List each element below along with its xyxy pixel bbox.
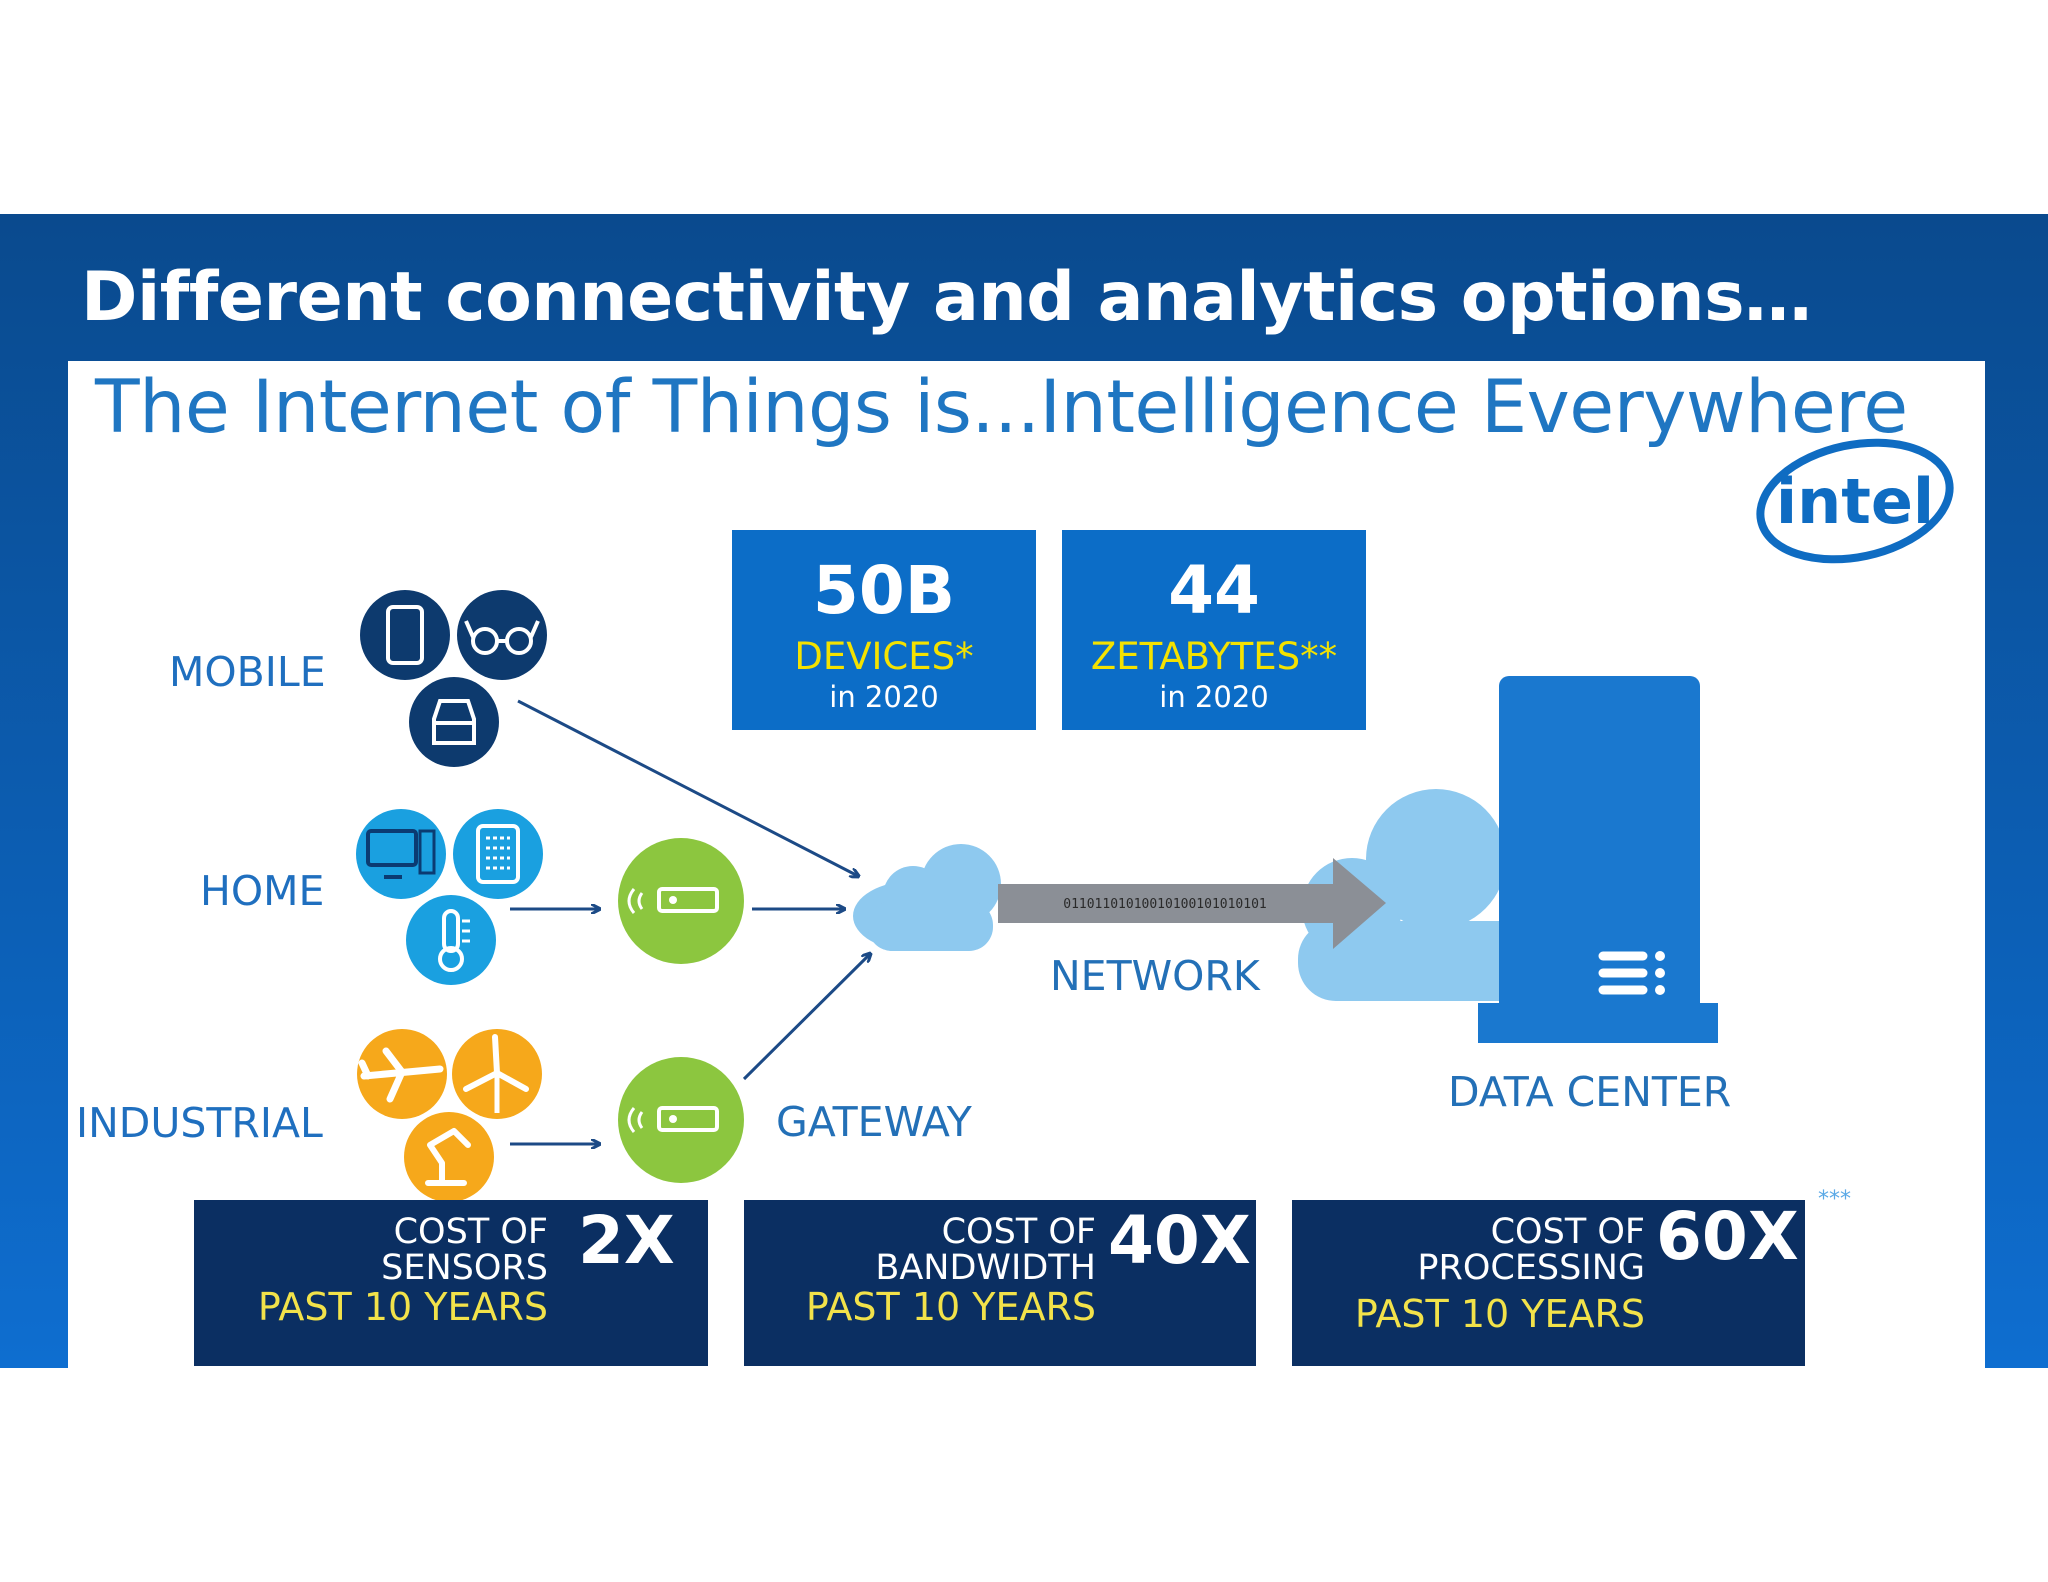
- cost-multiplier: 40X: [1108, 1202, 1251, 1279]
- wind-turbine-icon: [452, 1029, 542, 1119]
- network-label: NETWORK: [1050, 952, 1260, 1000]
- cost-line2: SENSORS: [381, 1248, 548, 1288]
- stat-number: 44: [1168, 552, 1260, 629]
- cost-box-processing: COST OF PROCESSING PAST 10 YEARS 60X: [1292, 1198, 1805, 1366]
- data-center-label: DATA CENTER: [1448, 1068, 1732, 1116]
- car-icon: [409, 677, 499, 767]
- stat-year: in 2020: [1159, 680, 1269, 714]
- computer-icon: [356, 809, 446, 899]
- row-label-mobile: MOBILE: [169, 648, 326, 696]
- stat-unit: DEVICES*: [794, 635, 974, 678]
- glasses-icon: [457, 590, 547, 680]
- row-label-industrial: INDUSTRIAL: [76, 1099, 323, 1147]
- stat-year: in 2020: [829, 680, 939, 714]
- cost-line1: COST OF: [941, 1212, 1096, 1252]
- network-cloud-icon: [853, 844, 1001, 951]
- gateway-device-icon: [618, 1057, 744, 1183]
- intel-logo-text: intel: [1776, 465, 1934, 538]
- cost-box-sensors: COST OF SENSORS PAST 10 YEARS 2X: [194, 1200, 708, 1366]
- flow-arrows: [510, 699, 870, 1144]
- cost-multiplier: 60X: [1656, 1198, 1799, 1275]
- cost-box-bandwidth: COST OF BANDWIDTH PAST 10 YEARS 40X: [744, 1200, 1256, 1366]
- slide-image: The Internet of Things is...Intelligence…: [68, 361, 1985, 1368]
- headline: Different connectivity and analytics opt…: [81, 258, 1812, 337]
- stat-zetabytes: 44 ZETABYTES** in 2020: [1062, 530, 1366, 730]
- phone-icon: [360, 590, 450, 680]
- diagram-graphics: intel: [356, 438, 1954, 1345]
- stat-devices: 50B DEVICES* in 2020: [732, 530, 1036, 730]
- network-arrow: 01101101010010100101010101: [998, 858, 1386, 949]
- stat-number: 50B: [812, 552, 956, 629]
- tablet-icon: [453, 809, 543, 899]
- stat-unit: ZETABYTES**: [1090, 635, 1338, 678]
- robot-arm-icon: [404, 1112, 494, 1202]
- cost-multiplier: 2X: [578, 1202, 675, 1279]
- cost-line3: PAST 10 YEARS: [1354, 1292, 1645, 1336]
- cost-line3: PAST 10 YEARS: [257, 1285, 548, 1329]
- footnote-mark: ***: [1818, 1187, 1851, 1212]
- thermometer-icon: [406, 895, 496, 985]
- binary-stream: 01101101010010100101010101: [1063, 897, 1267, 912]
- cost-line1: COST OF: [393, 1212, 548, 1252]
- server-icon: [1478, 676, 1718, 1043]
- cost-line3: PAST 10 YEARS: [805, 1285, 1096, 1329]
- intel-logo: intel: [1756, 438, 1954, 564]
- gateway-label: GATEWAY: [776, 1098, 972, 1146]
- cost-line1: COST OF: [1490, 1212, 1645, 1252]
- slide-subtitle: The Internet of Things is...Intelligence…: [95, 365, 1908, 450]
- cost-line2: BANDWIDTH: [875, 1248, 1096, 1288]
- airplane-icon: [357, 1029, 447, 1119]
- row-label-home: HOME: [200, 867, 325, 915]
- gateway-device-icon: [618, 838, 744, 964]
- cost-line2: PROCESSING: [1417, 1248, 1645, 1288]
